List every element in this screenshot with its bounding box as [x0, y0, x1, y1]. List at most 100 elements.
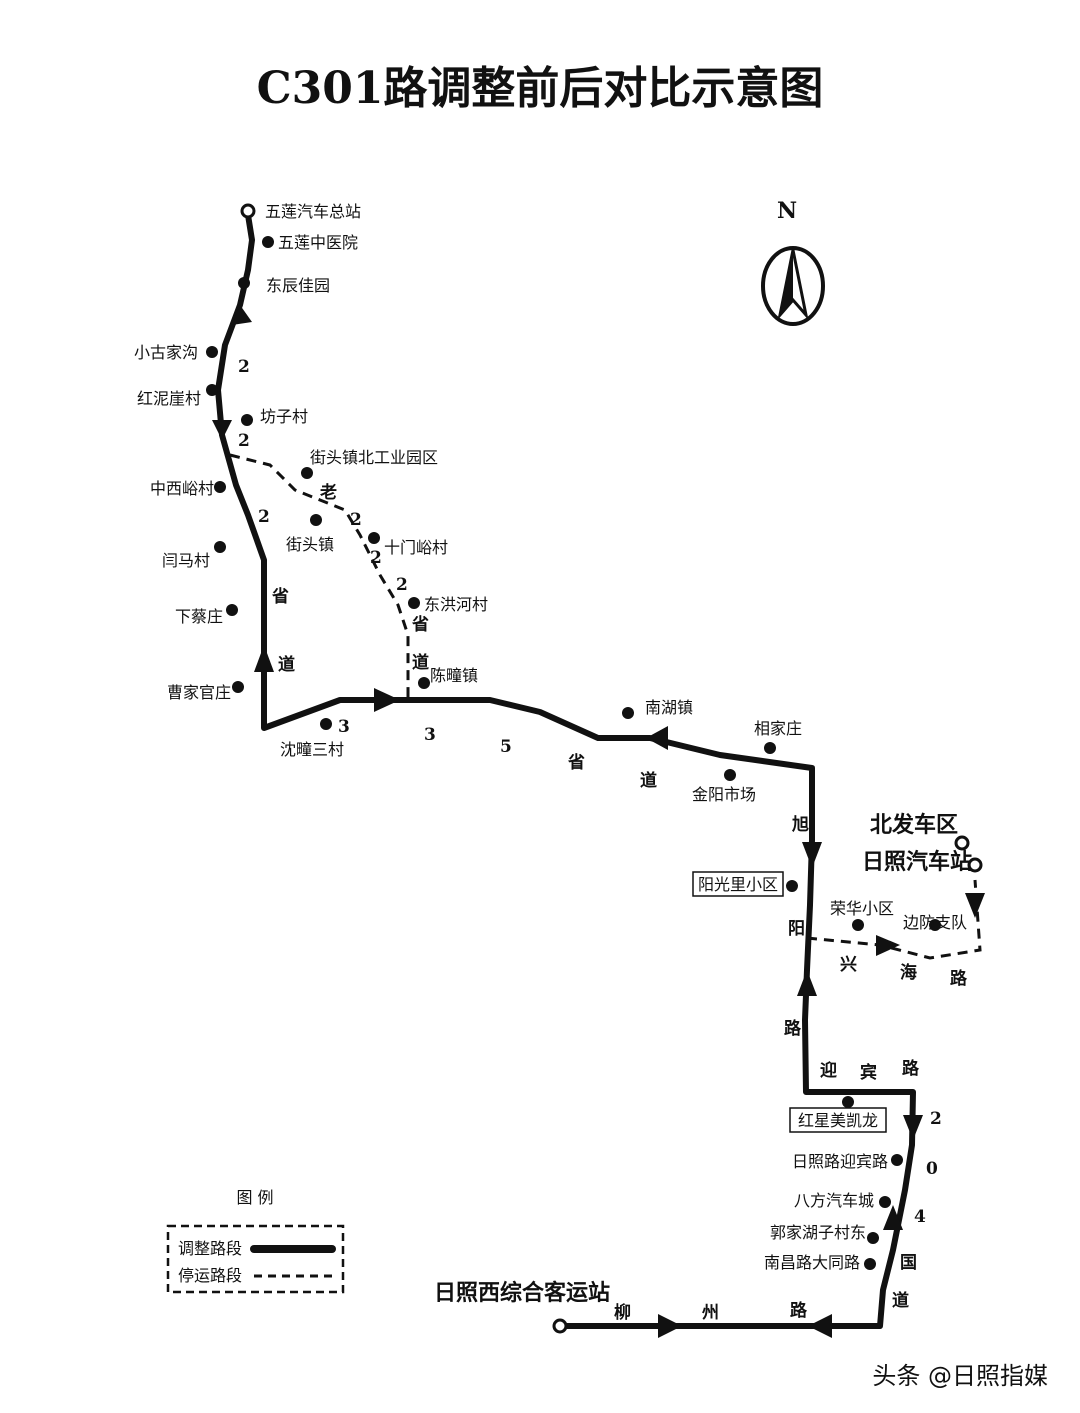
- road-label: 4: [914, 1207, 926, 1227]
- stop-dot-icon: [842, 1096, 854, 1108]
- road-label: 0: [926, 1159, 938, 1179]
- road-label: 道: [412, 652, 429, 673]
- stop-dot-icon: [368, 532, 380, 544]
- station-label: 南湖镇: [645, 698, 693, 717]
- station-label: 东辰佳园: [266, 276, 330, 295]
- road-labels: 2 2 2 省 道 老 2 2 2 省 道 3 3 5 省 道 旭 阳 路 兴 …: [238, 357, 968, 1323]
- station-label: 北发车区: [870, 812, 958, 838]
- stop-dot-icon: [238, 277, 250, 289]
- station-label: 街头镇北工业园区: [310, 448, 438, 467]
- station-label: 边防支队: [903, 913, 967, 932]
- road-label: 路: [784, 1018, 802, 1039]
- watermark: 头条 @日照指媒: [864, 1354, 1056, 1393]
- arrow-icon: [802, 842, 822, 868]
- terminal-circle-icon: [240, 203, 256, 219]
- suspended-route-old-provincial: [229, 453, 410, 700]
- stop-dot-icon: [418, 677, 430, 689]
- road-label: 2: [930, 1109, 942, 1129]
- stop-dot-icon: [206, 384, 218, 396]
- station-label: 红星美凯龙: [798, 1111, 878, 1130]
- terminal-circle-icon: [967, 857, 983, 873]
- road-label: 旭: [791, 814, 809, 835]
- station-label: 五莲汽车总站: [265, 202, 361, 221]
- road-label: 迎: [820, 1060, 837, 1081]
- station-label: 八方汽车城: [794, 1191, 874, 1210]
- station-label: 下蔡庄: [175, 607, 223, 626]
- road-label: 3: [338, 717, 350, 737]
- stop-dot-icon: [301, 467, 313, 479]
- terminal-circle-icon: [552, 1318, 568, 1334]
- stop-dot-icon: [241, 414, 253, 426]
- stop-dot-icon: [867, 1232, 879, 1244]
- road-label: 2: [238, 357, 250, 377]
- arrow-icon: [658, 1314, 682, 1338]
- station-label: 南昌路大同路: [764, 1253, 860, 1272]
- road-label: 州: [701, 1303, 719, 1323]
- road-label: 2: [238, 431, 250, 451]
- arrow-icon: [212, 420, 232, 440]
- road-label: 路: [950, 968, 968, 989]
- station-label: 日照路迎宾路: [792, 1152, 888, 1171]
- road-label: 5: [500, 737, 512, 757]
- stop-dot-icon: [214, 481, 226, 493]
- stop-dots: [206, 236, 941, 1270]
- stop-dot-icon: [724, 769, 736, 781]
- road-label: 柳: [614, 1302, 631, 1323]
- north-compass-icon: N: [761, 198, 825, 326]
- road-label: 道: [278, 654, 295, 675]
- legend-suspended-label: 停运路段: [178, 1266, 242, 1285]
- road-label: 阳: [788, 919, 805, 939]
- station-label: 金阳市场: [692, 785, 756, 804]
- arrow-icon: [883, 1205, 903, 1230]
- direction-arrows: [212, 305, 985, 1338]
- stop-dot-icon: [408, 597, 420, 609]
- station-label: 沈疃三村: [280, 740, 344, 759]
- road-label: 海: [900, 962, 917, 983]
- station-label: 坊子村: [260, 407, 308, 426]
- road-label: 省: [411, 614, 429, 635]
- road-label: 2: [370, 548, 382, 568]
- station-label: 曹家官庄: [167, 683, 231, 702]
- station-label: 阳光里小区: [698, 875, 778, 894]
- arrow-icon: [965, 893, 985, 918]
- station-label: 小古家沟: [134, 343, 198, 362]
- road-label: 老: [319, 482, 337, 503]
- arrow-icon: [903, 1115, 923, 1140]
- compass-label: N: [777, 198, 797, 224]
- arrow-icon: [374, 688, 400, 712]
- stop-dot-icon: [226, 604, 238, 616]
- road-label: 路: [790, 1300, 808, 1321]
- road-label: 宾: [860, 1062, 877, 1083]
- arrow-icon: [232, 305, 252, 325]
- road-label: 3: [424, 725, 436, 745]
- station-label: 街头镇: [286, 535, 334, 554]
- arrow-icon: [254, 645, 274, 672]
- terminal-circle-icon: [954, 835, 970, 851]
- stop-dot-icon: [786, 880, 798, 892]
- station-label: 闫马村: [162, 551, 210, 570]
- station-label: 陈疃镇: [430, 666, 478, 685]
- arrow-icon: [876, 935, 900, 956]
- station-label: 东洪河村: [424, 595, 488, 614]
- road-label: 兴: [840, 955, 857, 975]
- station-label: 十门峪村: [384, 538, 448, 557]
- road-label: 2: [396, 575, 408, 595]
- road-label: 2: [258, 507, 270, 527]
- road-label: 省: [567, 752, 585, 773]
- stop-dot-icon: [310, 514, 322, 526]
- stop-dot-icon: [929, 919, 941, 931]
- stop-dot-icon: [214, 541, 226, 553]
- stop-dot-icon: [232, 681, 244, 693]
- stop-dot-icon: [320, 718, 332, 730]
- road-label: 省: [271, 586, 289, 607]
- stop-dot-icon: [864, 1258, 876, 1270]
- legend: 图 例 调整路段 停运路段: [166, 1188, 345, 1294]
- legend-title: 图 例: [236, 1188, 273, 1207]
- road-label: 2: [350, 510, 362, 530]
- stop-dot-icon: [879, 1196, 891, 1208]
- station-label: 五莲中医院: [278, 233, 358, 252]
- stop-dot-icon: [891, 1154, 903, 1166]
- stop-dot-icon: [206, 346, 218, 358]
